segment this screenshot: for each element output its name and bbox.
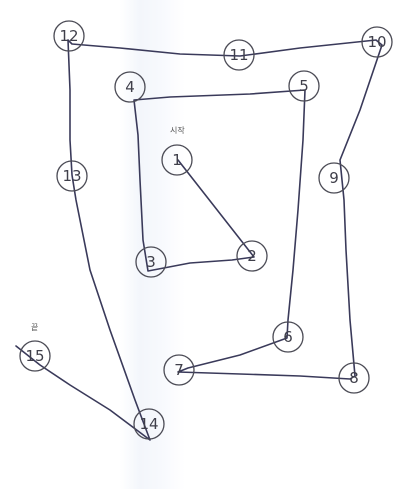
svg-text:8: 8	[349, 369, 359, 387]
start-label: 시작	[170, 125, 185, 135]
node-2: 2	[236, 240, 268, 272]
node-6: 6	[272, 321, 304, 353]
connecting-path	[15, 39, 383, 441]
svg-text:14: 14	[139, 415, 158, 433]
svg-text:5: 5	[299, 77, 309, 95]
svg-text:6: 6	[283, 328, 293, 346]
svg-text:3: 3	[146, 253, 156, 271]
node-14: 14	[133, 408, 165, 440]
svg-text:9: 9	[329, 169, 339, 187]
node-9: 9	[318, 162, 350, 194]
svg-text:1: 1	[172, 151, 182, 169]
node-5: 5	[288, 70, 320, 102]
node-7: 7	[163, 354, 195, 386]
end-label: 끝	[31, 323, 38, 332]
svg-text:7: 7	[174, 361, 184, 379]
svg-text:2: 2	[247, 247, 257, 265]
node-11: 11	[223, 39, 255, 71]
node-12: 12	[53, 20, 85, 52]
svg-text:15: 15	[25, 347, 44, 365]
node-4: 4	[114, 71, 146, 103]
node-8: 8	[338, 362, 370, 394]
node-15: 15	[19, 340, 51, 372]
svg-text:12: 12	[59, 27, 78, 45]
svg-text:13: 13	[62, 167, 81, 185]
svg-text:4: 4	[125, 78, 135, 96]
node-1: 1	[161, 144, 193, 176]
svg-text:10: 10	[367, 33, 386, 51]
node-13: 13	[56, 160, 88, 192]
node-3: 3	[135, 246, 167, 278]
svg-text:11: 11	[229, 46, 248, 64]
node-10: 10	[361, 26, 393, 58]
